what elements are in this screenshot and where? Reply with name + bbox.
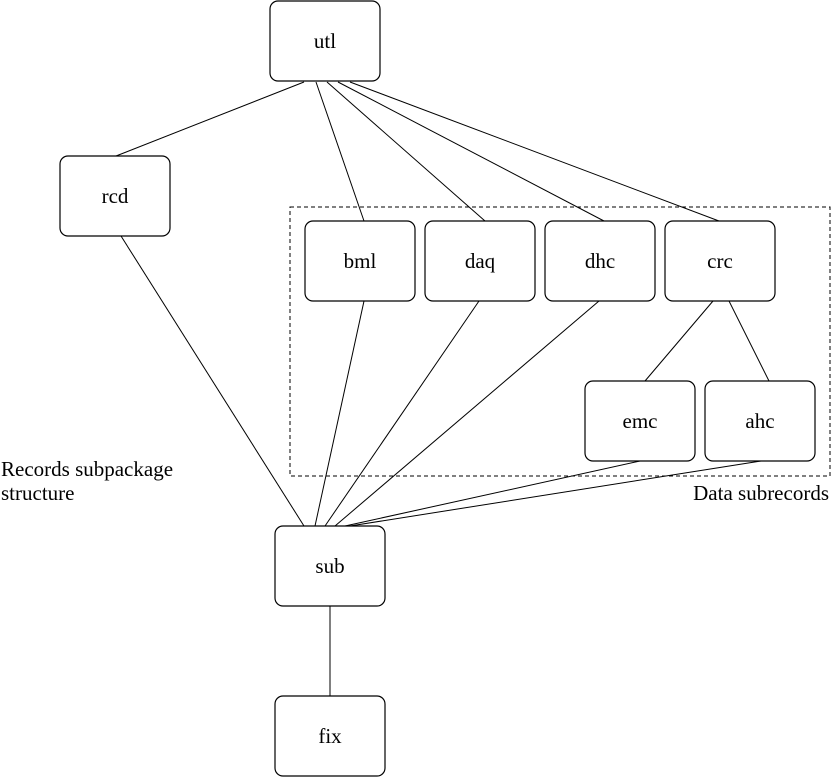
diagram-title-line-1: Records subpackage bbox=[1, 457, 173, 481]
node-utl[interactable]: utl bbox=[269, 0, 381, 82]
node-emc[interactable]: emc bbox=[584, 380, 696, 462]
edge-daq-sub bbox=[324, 300, 480, 527]
nodes: utl rcd bml daq dhc crc emc ahc sub fix bbox=[59, 0, 816, 777]
node-crc[interactable]: crc bbox=[664, 220, 776, 302]
node-fix[interactable]: fix bbox=[274, 695, 386, 777]
edge-rcd-sub bbox=[120, 235, 305, 527]
edge-utl-daq bbox=[326, 81, 486, 222]
node-label: emc bbox=[623, 409, 658, 433]
node-label: utl bbox=[314, 29, 336, 53]
node-label: fix bbox=[318, 724, 342, 748]
node-ahc[interactable]: ahc bbox=[704, 380, 816, 462]
node-box bbox=[664, 220, 776, 302]
node-box bbox=[304, 220, 416, 302]
node-box bbox=[704, 380, 816, 462]
group-label: Data subrecords bbox=[693, 481, 829, 505]
node-box bbox=[544, 220, 656, 302]
node-box bbox=[269, 0, 381, 82]
edge-utl-rcd bbox=[115, 81, 305, 157]
data-subrecords-group bbox=[289, 206, 831, 477]
edge-utl-bml bbox=[315, 81, 365, 222]
node-box bbox=[584, 380, 696, 462]
node-dhc[interactable]: dhc bbox=[544, 220, 656, 302]
edge-ahc-sub bbox=[349, 460, 762, 527]
node-label: bml bbox=[344, 249, 377, 273]
node-label: ahc bbox=[745, 409, 774, 433]
edge-utl-crc bbox=[349, 81, 720, 222]
edge-crc-ahc bbox=[728, 300, 770, 382]
node-label: crc bbox=[707, 249, 733, 273]
diagram-title-line-2: structure bbox=[1, 481, 74, 505]
edge-dhc-sub bbox=[334, 300, 600, 527]
edge-emc-sub bbox=[344, 460, 641, 527]
edge-bml-sub bbox=[314, 300, 365, 527]
node-sub[interactable]: sub bbox=[274, 525, 386, 607]
node-label: daq bbox=[465, 249, 496, 273]
node-box bbox=[274, 695, 386, 777]
edge-utl-dhc bbox=[337, 81, 605, 222]
edge-crc-emc bbox=[644, 300, 714, 382]
node-label: rcd bbox=[102, 184, 129, 208]
node-box bbox=[59, 155, 171, 237]
node-bml[interactable]: bml bbox=[304, 220, 416, 302]
node-box bbox=[274, 525, 386, 607]
node-label: dhc bbox=[585, 249, 615, 273]
node-rcd[interactable]: rcd bbox=[59, 155, 171, 237]
edges bbox=[115, 81, 770, 696]
node-box bbox=[424, 220, 536, 302]
node-label: sub bbox=[315, 554, 344, 578]
node-daq[interactable]: daq bbox=[424, 220, 536, 302]
